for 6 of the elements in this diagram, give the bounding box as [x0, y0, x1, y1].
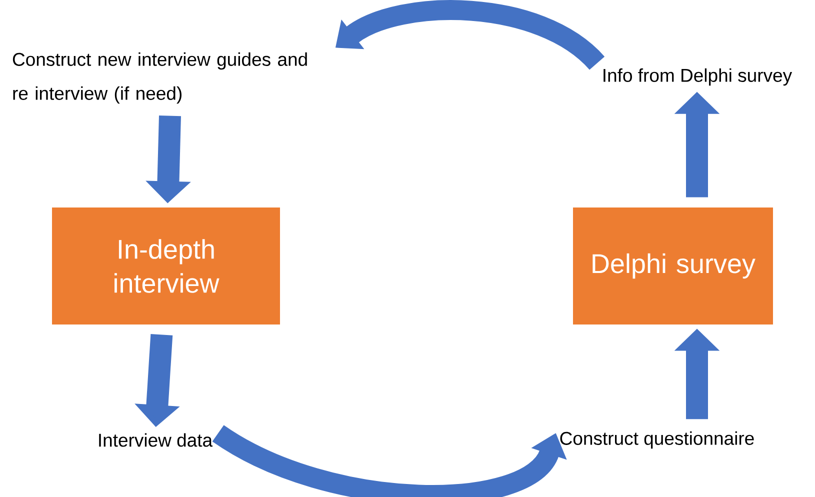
text-label: Interview data: [99, 433, 213, 447]
text-label: Construct questionnaire: [560, 431, 754, 449]
text-label: Info from Delphi survey: [604, 68, 792, 86]
text-label: Construct new interview guides and re interview (if need): [12, 52, 307, 104]
process-box: In-depth interview: [52, 208, 280, 324]
process-box: Delphi survey: [573, 208, 773, 324]
